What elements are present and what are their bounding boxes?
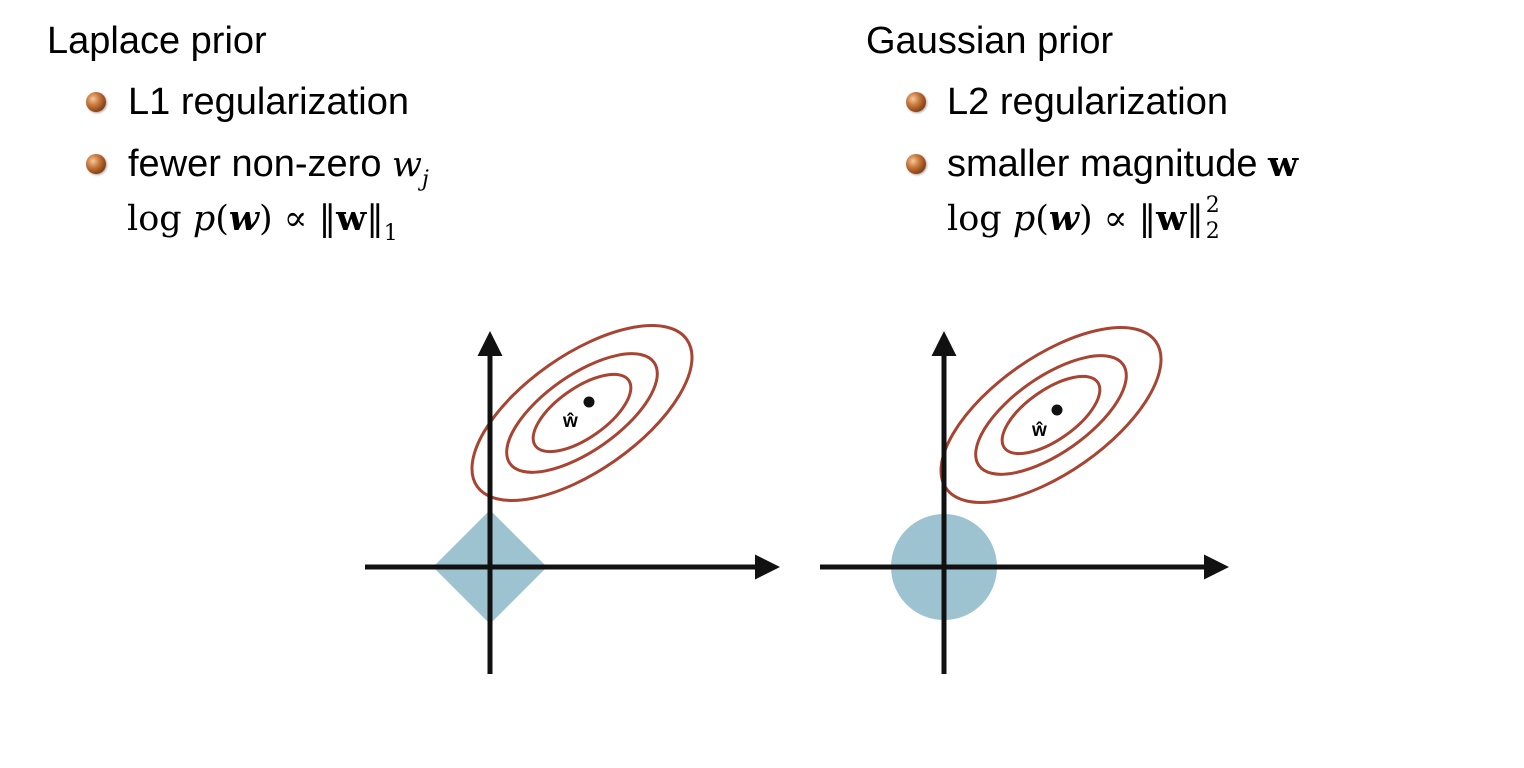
right-bullet-2-icon xyxy=(906,154,926,174)
right-bullet-1-icon xyxy=(906,92,926,112)
left-item-2-math: wj xyxy=(392,145,429,192)
left-estimate-point xyxy=(583,396,595,408)
left-item-2: fewer non-zero wj xyxy=(128,143,429,192)
left-formula: log p(w) ∝ ‖w‖1 xyxy=(127,198,398,246)
left-contour-outer xyxy=(470,324,694,502)
left-contours xyxy=(470,324,694,502)
left-bullet-2-icon xyxy=(86,154,106,174)
right-item-2-math: w xyxy=(1268,144,1299,185)
right-item-1: L2 regularization xyxy=(947,81,1228,123)
left-item-2-text: fewer non-zero xyxy=(128,143,382,185)
left-contour-middle xyxy=(505,352,659,474)
right-heading: Gaussian prior xyxy=(866,20,1114,62)
left-heading: Laplace prior xyxy=(47,20,267,62)
right-item-2: smaller magnitude w xyxy=(947,145,1298,183)
left-item-1: L1 regularization xyxy=(128,81,409,123)
left-estimate-label: ŵ xyxy=(562,411,578,432)
left-bullet-1-icon xyxy=(86,92,106,112)
left-contour-inner xyxy=(531,372,633,454)
right-figure: ŵ xyxy=(820,326,1229,674)
right-contour-inner xyxy=(1000,374,1102,456)
right-estimate-point xyxy=(1051,404,1063,416)
right-contours xyxy=(939,326,1163,504)
right-estimate-label: ŵ xyxy=(1031,420,1047,441)
right-item-2-text: smaller magnitude xyxy=(947,143,1258,185)
left-figure: ŵ xyxy=(365,324,780,674)
right-contour-middle xyxy=(974,354,1128,476)
right-contour-outer xyxy=(939,326,1163,504)
